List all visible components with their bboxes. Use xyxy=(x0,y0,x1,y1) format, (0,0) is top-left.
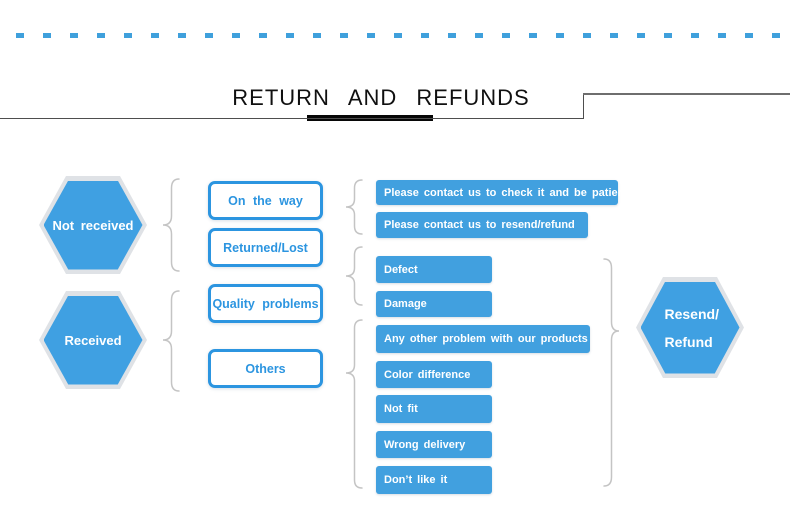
resend-line: Resend/ xyxy=(664,305,719,322)
action-box-defect: Defect xyxy=(376,256,492,283)
hexagon-resend-refund-label: Resend/ Refund xyxy=(640,281,740,374)
hexagon-not-received: Not received xyxy=(39,176,147,274)
header-rule-right xyxy=(583,93,790,95)
hexagon-resend-refund: Resend/ Refund xyxy=(636,277,744,378)
brace-others-group xyxy=(345,319,363,489)
action-box-not-fit: Not fit xyxy=(376,395,492,423)
hexagon-not-received-label: Not received xyxy=(43,180,143,270)
dashed-divider xyxy=(16,33,790,38)
refund-line: Refund xyxy=(664,333,713,350)
brace-on-the-way-group xyxy=(345,179,363,235)
category-box-others: Others xyxy=(208,349,323,388)
brace-quality-problems-group xyxy=(345,246,363,306)
action-box-check-and-be-patient: Please contact us to check it and be pat… xyxy=(376,180,628,205)
category-box-on-the-way: On the way xyxy=(208,181,323,220)
action-box-wrong-delivery: Wrong delivery xyxy=(376,431,492,458)
brace-not-received-group xyxy=(162,178,180,272)
action-box-any-other-problem: Any other problem with our products xyxy=(376,325,590,353)
brace-received-group xyxy=(162,290,180,392)
header-rule-left xyxy=(0,118,584,119)
header-rule-step xyxy=(583,94,584,119)
action-box-damage: Damage xyxy=(376,291,492,317)
action-box-resend-refund: Please contact us to resend/refund xyxy=(376,212,588,238)
action-box-dont-like-it: Don’t like it xyxy=(376,466,492,494)
brace-resend-refund-group xyxy=(603,258,620,487)
hexagon-received-label: Received xyxy=(43,295,143,385)
category-box-quality-problems: Quality problems xyxy=(208,284,323,323)
hexagon-received: Received xyxy=(39,291,147,389)
page-title: RETURN AND REFUNDS xyxy=(232,85,530,110)
category-box-returned-lost: Returned/Lost xyxy=(208,228,323,267)
action-box-color-difference: Color difference xyxy=(376,361,492,388)
